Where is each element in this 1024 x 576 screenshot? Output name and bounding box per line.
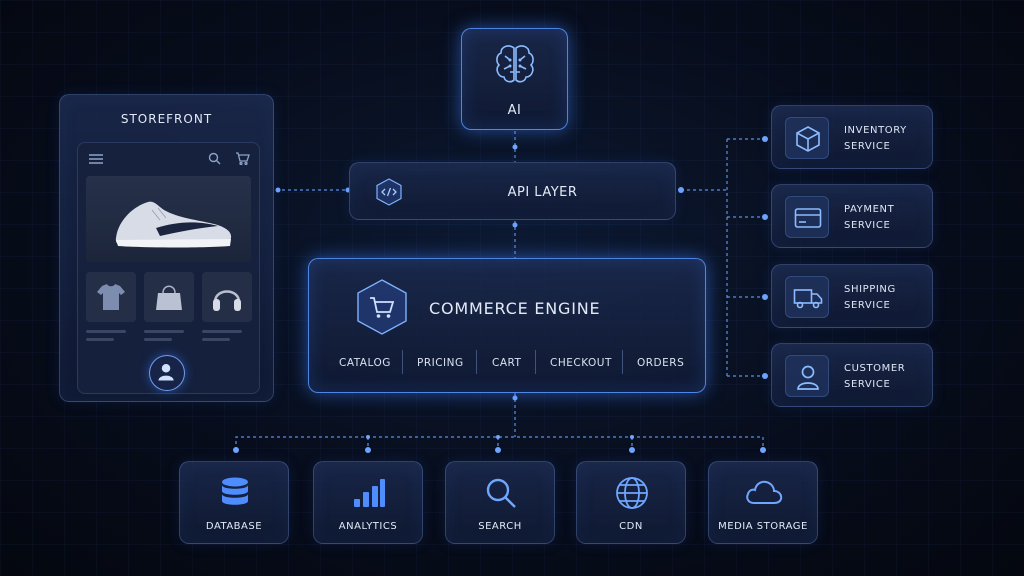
product-thumb-bag[interactable] bbox=[144, 272, 194, 322]
service-icon-tile bbox=[785, 355, 829, 397]
box-icon bbox=[795, 125, 821, 153]
infra-label: ANALYTICS bbox=[338, 521, 398, 532]
service-icon-tile bbox=[785, 117, 829, 159]
shipping-service-node[interactable]: SHIPPING SERVICE bbox=[771, 264, 933, 328]
divider bbox=[402, 350, 403, 374]
database-node[interactable]: DATABASE bbox=[179, 461, 289, 544]
ai-label: AI bbox=[507, 103, 522, 118]
product-thumb-tshirt[interactable] bbox=[86, 272, 136, 322]
search-icon[interactable] bbox=[208, 152, 221, 165]
placeholder-line bbox=[86, 330, 126, 333]
user-icon bbox=[158, 364, 174, 381]
ai-node[interactable]: AI bbox=[461, 28, 568, 130]
tshirt-icon bbox=[97, 284, 125, 310]
placeholder-line bbox=[202, 338, 230, 341]
service-name: SHIPPING bbox=[844, 284, 896, 295]
module-catalog[interactable]: CATALOG bbox=[339, 357, 391, 369]
placeholder-line bbox=[202, 330, 242, 333]
infra-label: MEDIA STORAGE bbox=[718, 521, 808, 532]
product-hero-image[interactable] bbox=[86, 176, 251, 262]
inventory-service-node[interactable]: INVENTORY SERVICE bbox=[771, 105, 933, 169]
infra-label: DATABASE bbox=[205, 521, 263, 532]
service-name: INVENTORY bbox=[844, 125, 907, 136]
bar-chart-icon bbox=[352, 477, 386, 509]
service-icon-tile bbox=[785, 276, 829, 318]
placeholder-line bbox=[144, 330, 184, 333]
placeholder-line bbox=[86, 338, 114, 341]
api-layer-node[interactable]: API LAYER bbox=[349, 162, 676, 220]
cdn-node[interactable]: CDN bbox=[576, 461, 686, 544]
payment-service-node[interactable]: PAYMENT SERVICE bbox=[771, 184, 933, 248]
customer-service-node[interactable]: CUSTOMER SERVICE bbox=[771, 343, 933, 407]
search-node[interactable]: SEARCH bbox=[445, 461, 555, 544]
database-icon bbox=[220, 477, 250, 509]
analytics-node[interactable]: ANALYTICS bbox=[313, 461, 423, 544]
service-suffix: SERVICE bbox=[844, 300, 891, 311]
menu-icon[interactable] bbox=[89, 153, 103, 165]
infra-label: SEARCH bbox=[478, 521, 522, 532]
cart-icon[interactable] bbox=[235, 152, 250, 165]
module-pricing[interactable]: PRICING bbox=[417, 357, 464, 369]
shopping-cart-icon bbox=[355, 278, 409, 336]
divider bbox=[476, 350, 477, 374]
brain-icon bbox=[492, 42, 538, 86]
storefront-mockup bbox=[77, 142, 260, 394]
account-avatar-button[interactable] bbox=[149, 355, 185, 391]
module-cart[interactable]: CART bbox=[492, 357, 522, 369]
service-name: PAYMENT bbox=[844, 204, 895, 215]
credit-card-icon bbox=[794, 207, 822, 229]
service-suffix: SERVICE bbox=[844, 141, 891, 152]
user-icon bbox=[795, 363, 821, 391]
handbag-icon bbox=[156, 285, 182, 310]
headphones-icon bbox=[213, 290, 241, 311]
divider bbox=[622, 350, 623, 374]
service-name: CUSTOMER bbox=[844, 363, 906, 374]
storefront-title: STOREFRONT bbox=[120, 112, 213, 126]
code-icon bbox=[374, 177, 404, 207]
sneaker-icon bbox=[115, 201, 232, 248]
product-thumb-headphones[interactable] bbox=[202, 272, 252, 322]
service-icon-tile bbox=[785, 196, 829, 238]
magnifier-icon bbox=[485, 477, 517, 509]
module-checkout[interactable]: CHECKOUT bbox=[550, 357, 612, 369]
placeholder-line bbox=[144, 338, 172, 341]
storefront-panel: STOREFRONT bbox=[59, 94, 274, 402]
media-storage-node[interactable]: MEDIA STORAGE bbox=[708, 461, 818, 544]
divider bbox=[535, 350, 536, 374]
commerce-engine-node[interactable]: COMMERCE ENGINE CATALOG PRICING CART CHE… bbox=[308, 258, 706, 393]
module-orders[interactable]: ORDERS bbox=[637, 357, 685, 369]
service-suffix: SERVICE bbox=[844, 379, 891, 390]
truck-icon bbox=[793, 287, 823, 309]
commerce-engine-title: COMMERCE ENGINE bbox=[429, 299, 601, 318]
service-suffix: SERVICE bbox=[844, 220, 891, 231]
infra-label: CDN bbox=[619, 521, 643, 532]
cloud-icon bbox=[744, 478, 784, 506]
api-layer-label: API LAYER bbox=[507, 185, 578, 200]
globe-icon bbox=[615, 476, 649, 510]
